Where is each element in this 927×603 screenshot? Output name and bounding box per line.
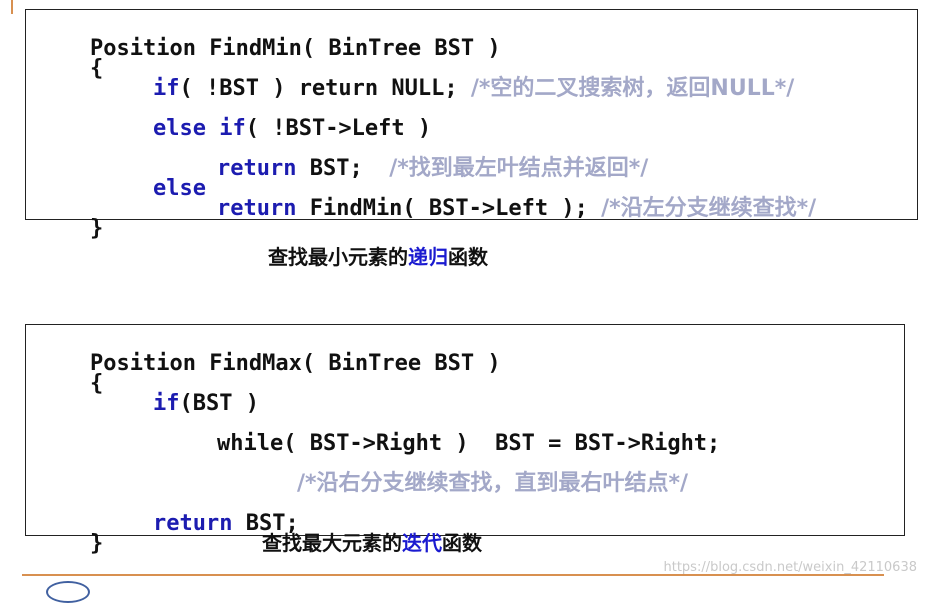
keyword: else bbox=[152, 116, 206, 141]
logo-icon bbox=[46, 581, 90, 603]
code-line: Position FindMax( BinTree BST ) bbox=[37, 325, 501, 403]
keyword: if bbox=[152, 391, 180, 416]
close-brace: } bbox=[89, 216, 104, 241]
code-line: /*沿右分支继续查找，直到最右叶结点*/ bbox=[244, 445, 688, 523]
code-comment: /*沿左分支继续查找*/ bbox=[601, 196, 817, 221]
code-comment: /*找到最左叶结点并返回*/ bbox=[389, 156, 649, 181]
keyword: if bbox=[219, 116, 246, 141]
open-brace: { bbox=[89, 56, 104, 81]
code-text: ( !BST->Left ) bbox=[245, 116, 432, 141]
keyword: return bbox=[216, 156, 297, 181]
caption-text: 查找最大元素的 bbox=[262, 531, 402, 555]
code-text: BST; bbox=[232, 511, 299, 536]
code-line: return BST; /*找到最左叶结点并返回*/ bbox=[164, 130, 648, 208]
code-line: return BST; bbox=[100, 485, 299, 563]
keyword: else bbox=[152, 176, 206, 201]
code-text: (BST ) bbox=[179, 391, 259, 416]
caption-text: 查找最小元素的 bbox=[268, 245, 408, 269]
keyword: return bbox=[152, 511, 233, 536]
footer-divider bbox=[22, 574, 884, 576]
code-line: } bbox=[37, 505, 103, 583]
function-signature: Position FindMin( BinTree BST ) bbox=[89, 36, 501, 61]
code-text: ( !BST ) return NULL; bbox=[179, 76, 471, 101]
watermark: https://blog.csdn.net/weixin_42110638 bbox=[663, 560, 917, 575]
caption-text: 函数 bbox=[448, 245, 488, 269]
caption-highlight: 递归 bbox=[408, 245, 448, 269]
code-line: if(BST ) bbox=[100, 365, 259, 443]
top-accent-line bbox=[11, 0, 13, 14]
findmin-code-block: Position FindMin( BinTree BST ) { if( !B… bbox=[25, 9, 918, 241]
code-text: FindMin( BST->Left ); bbox=[296, 196, 602, 221]
function-signature: Position FindMax( BinTree BST ) bbox=[89, 351, 501, 376]
close-brace: } bbox=[89, 531, 104, 556]
caption-highlight: 迭代 bbox=[402, 531, 442, 555]
code-line: { bbox=[37, 30, 103, 108]
keyword: return bbox=[216, 196, 297, 221]
code-line: while( BST->Right ) BST = BST->Right; bbox=[164, 405, 720, 483]
keyword: if bbox=[152, 76, 180, 101]
code-line: } bbox=[37, 190, 103, 268]
findmax-code-block: Position FindMax( BinTree BST ) { if(BST… bbox=[25, 324, 905, 556]
code-line: Position FindMin( BinTree BST ) bbox=[37, 10, 501, 88]
code-text: while( BST->Right ) BST = BST->Right; bbox=[216, 431, 721, 456]
code-text: BST; bbox=[296, 156, 390, 181]
caption-text: 函数 bbox=[442, 531, 482, 555]
open-brace: { bbox=[89, 371, 104, 396]
code-line: { bbox=[37, 345, 103, 423]
code-line: return FindMin( BST->Left ); /*沿左分支继续查找*… bbox=[164, 170, 816, 248]
findmax-caption: 查找最大元素的迭代函数 bbox=[262, 527, 482, 556]
code-line: else bbox=[100, 150, 206, 228]
code-comment: /*空的二叉搜索树，返回NULL*/ bbox=[470, 76, 795, 101]
findmin-caption: 查找最小元素的递归函数 bbox=[268, 241, 488, 270]
code-comment: /*沿右分支继续查找，直到最右叶结点*/ bbox=[296, 471, 689, 496]
code-line: else if( !BST->Left ) bbox=[100, 90, 431, 168]
code-line: if( !BST ) return NULL; /*空的二叉搜索树，返回NULL… bbox=[100, 50, 794, 128]
